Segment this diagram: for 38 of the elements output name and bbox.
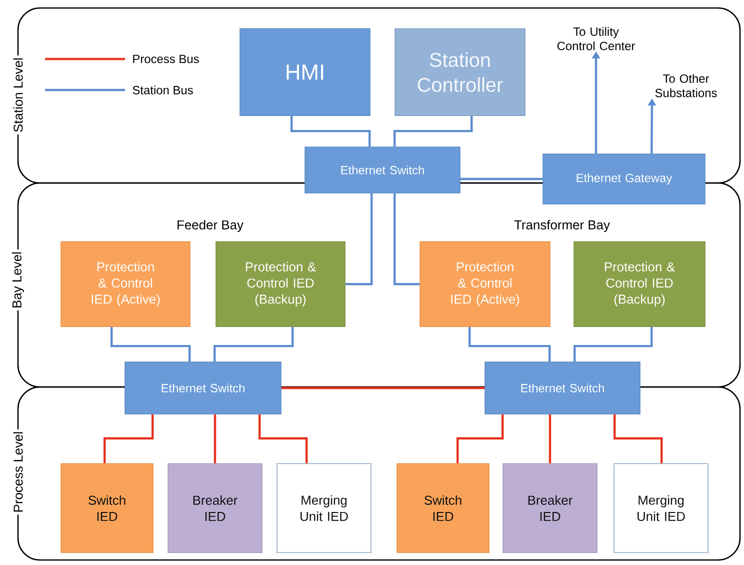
connector-line — [345, 193, 373, 286]
connector-line — [460, 178, 543, 180]
destination-label: To Other Substations — [655, 74, 717, 98]
legend-label: Process Bus — [133, 54, 199, 64]
ied-box: Merging Unit IED — [614, 463, 708, 554]
connector-line — [468, 327, 551, 362]
ied-box: Merging Unit IED — [276, 463, 372, 554]
switch-box: Ethernet Switch — [304, 146, 460, 194]
connector-line — [548, 414, 552, 464]
connector-line — [214, 327, 294, 362]
ied-box: Protection & Control IED (Backup) — [574, 241, 706, 328]
ied-box: Switch IED — [60, 463, 154, 554]
connector-line — [281, 386, 485, 390]
controller-box: Station Controller — [394, 28, 526, 116]
ied-box: Breaker IED — [168, 463, 262, 554]
connector-line — [290, 116, 371, 147]
connector-line — [110, 327, 191, 362]
ied-box: Protection & Control IED (Active) — [60, 241, 190, 328]
ied-box: Protection & Control IED (Backup) — [216, 241, 346, 328]
connector-line — [614, 414, 663, 464]
destination-label: To Utility Control Center — [557, 27, 635, 50]
legend-label: Station Bus — [132, 86, 193, 94]
connector-line — [456, 414, 504, 464]
ied-box: Breaker IED — [502, 463, 598, 554]
connector-line — [394, 116, 473, 147]
connector-line — [574, 327, 653, 362]
switch-box: Ethernet Switch — [484, 362, 640, 414]
gateway-box: Ethernet Gateway — [542, 154, 706, 204]
connector-line — [104, 414, 154, 464]
connector-line — [214, 414, 216, 464]
group-label: Feeder Bay — [178, 220, 244, 232]
hmi-box: HMI — [240, 28, 370, 116]
switch-box: Ethernet Switch — [124, 362, 282, 414]
connector-line — [258, 414, 308, 464]
connector-line — [394, 193, 420, 286]
group-label: Transformer Bay — [514, 220, 610, 232]
ied-box: Protection & Control IED (Active) — [420, 241, 550, 328]
ied-box: Switch IED — [396, 463, 490, 554]
